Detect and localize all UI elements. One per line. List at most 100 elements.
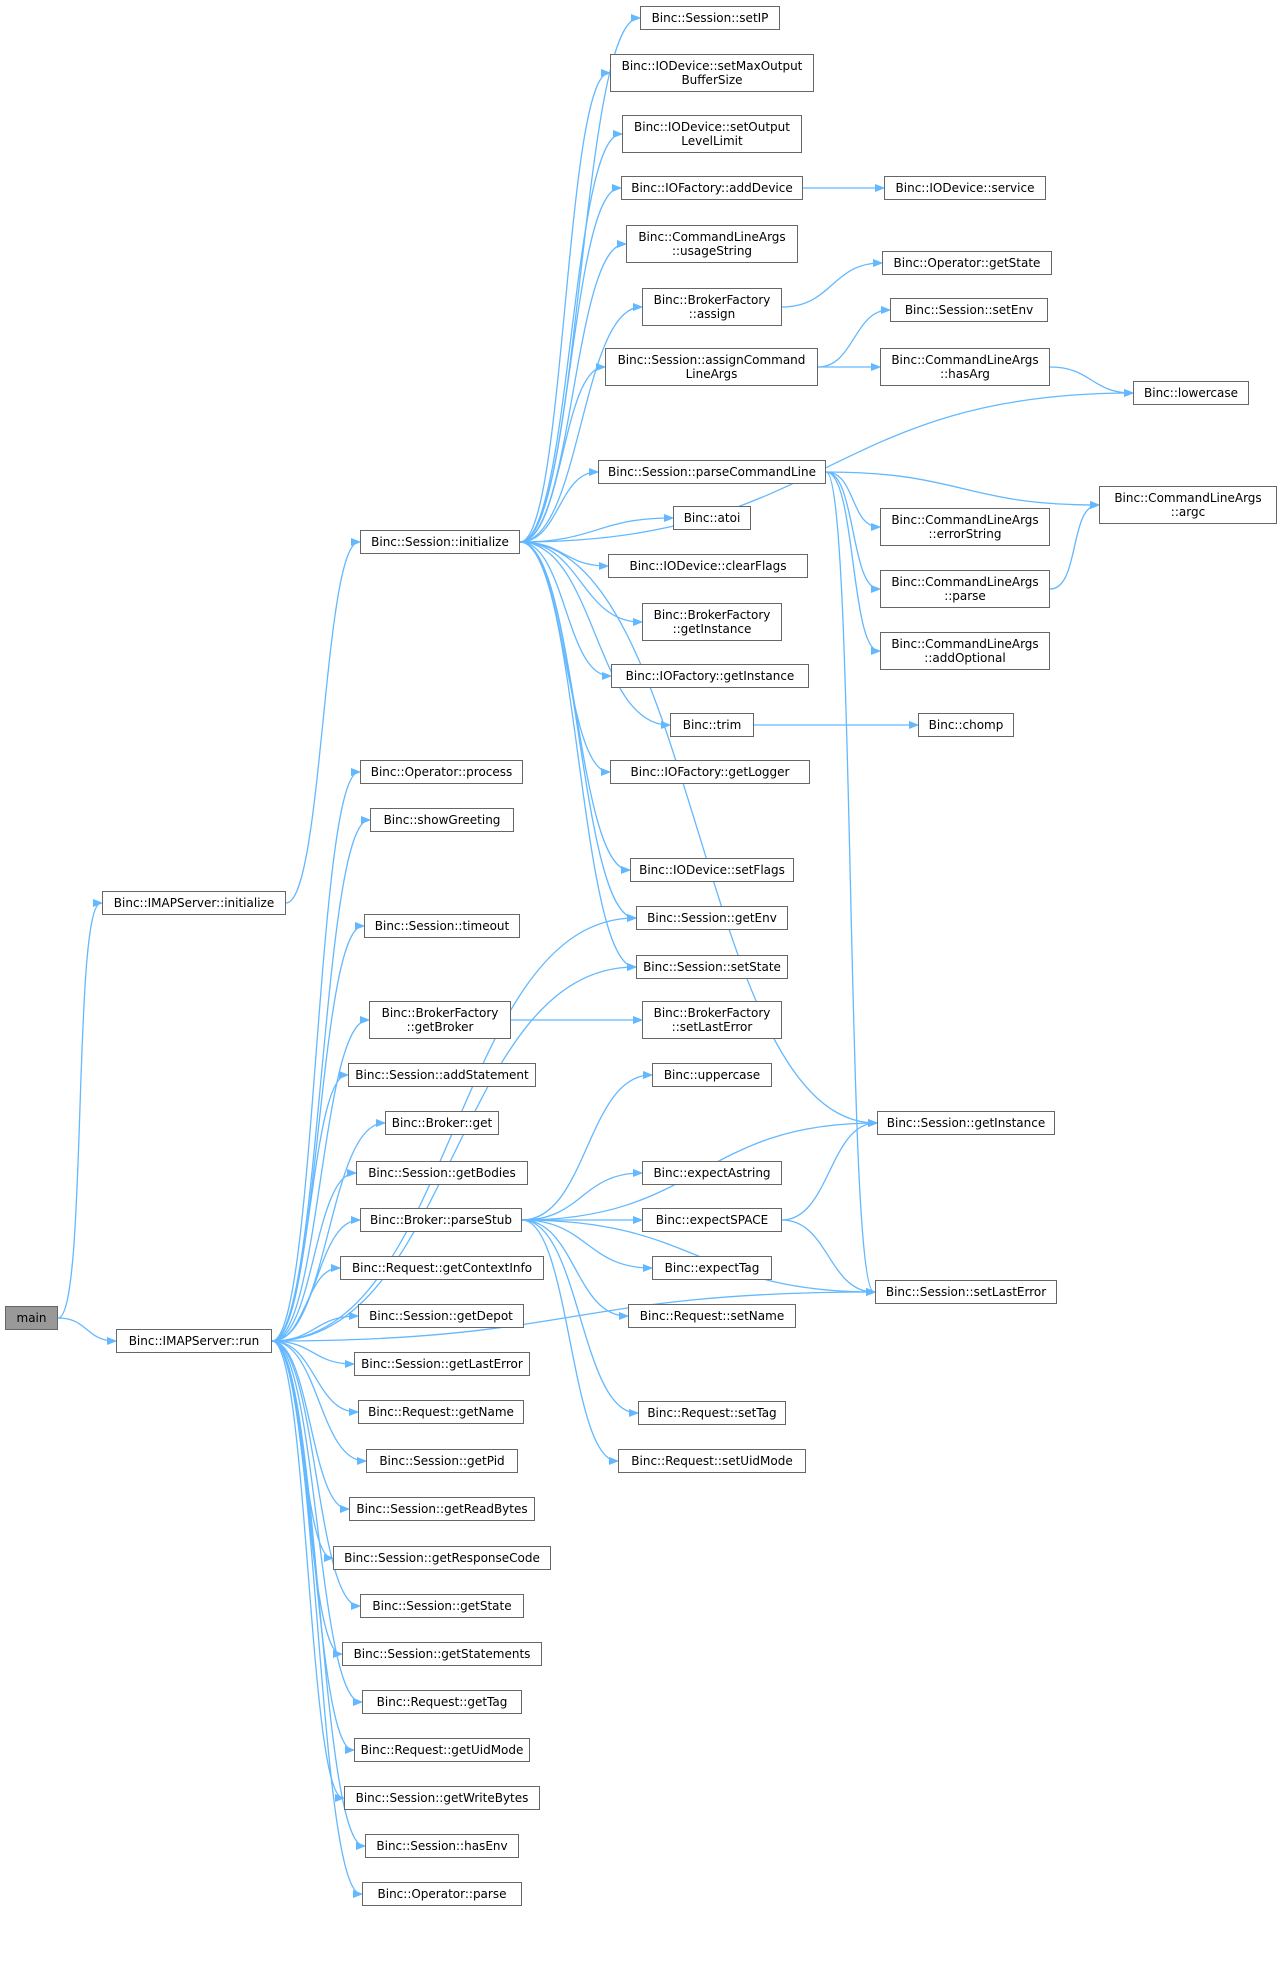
node-req-get-uid[interactable]: Binc::Request::getUidMode	[354, 1738, 530, 1762]
edge-sess-init-to-set-state	[519, 541, 635, 967]
edge-expect-space-to-sess-get-inst	[781, 1123, 876, 1221]
edge-sess-init-to-get-logger	[519, 541, 609, 772]
node-op-process[interactable]: Binc::Operator::process	[360, 760, 523, 784]
edge-sess-init-to-lowercase	[519, 393, 1132, 543]
edge-imap-run-to-get-bodies	[271, 1173, 355, 1342]
node-assign-cmd[interactable]: Binc::Session::assignCommand LineArgs	[605, 348, 818, 386]
node-usage-string[interactable]: Binc::CommandLineArgs ::usageString	[626, 225, 798, 263]
edge-parse-cmd-line-to-argc	[825, 471, 1098, 505]
node-set-env[interactable]: Binc::Session::setEnv	[890, 298, 1048, 322]
edge-imap-init-to-sess-init	[285, 542, 359, 904]
edge-sess-init-to-trim	[519, 541, 669, 725]
node-req-get-tag[interactable]: Binc::Request::getTag	[362, 1690, 522, 1714]
node-expect-space[interactable]: Binc::expectSPACE	[642, 1208, 782, 1232]
node-iof-get-inst[interactable]: Binc::IOFactory::getInstance	[611, 664, 809, 688]
edge-imap-run-to-sess-get-state	[271, 1340, 359, 1606]
node-has-arg[interactable]: Binc::CommandLineArgs ::hasArg	[880, 348, 1050, 386]
edge-sess-init-to-bf-get-inst	[519, 541, 641, 622]
edge-main-to-imap-run	[57, 1317, 115, 1341]
edge-parse-stub-to-req-set-tag	[521, 1219, 637, 1413]
edge-imap-run-to-sess-set-last-err	[271, 1292, 874, 1342]
edge-imap-run-to-has-env	[271, 1340, 364, 1846]
node-sess-get-inst[interactable]: Binc::Session::getInstance	[877, 1111, 1055, 1135]
node-broker-get[interactable]: Binc::Broker::get	[385, 1111, 499, 1135]
node-show-greeting[interactable]: Binc::showGreeting	[370, 808, 514, 832]
edge-imap-run-to-add-statement	[271, 1075, 347, 1342]
edge-imap-run-to-show-greeting	[271, 820, 369, 1342]
node-expect-astring[interactable]: Binc::expectAstring	[642, 1161, 782, 1185]
node-get-resp-code[interactable]: Binc::Session::getResponseCode	[333, 1546, 551, 1570]
edge-imap-run-to-get-depot	[271, 1316, 357, 1342]
node-sess-set-last-err[interactable]: Binc::Session::setLastError	[875, 1280, 1057, 1304]
node-error-string[interactable]: Binc::CommandLineArgs ::errorString	[880, 508, 1050, 546]
edge-main-to-imap-init	[57, 903, 101, 1319]
node-bf-assign[interactable]: Binc::BrokerFactory ::assign	[642, 288, 782, 326]
node-atoi[interactable]: Binc::atoi	[673, 506, 751, 530]
node-req-set-uid[interactable]: Binc::Request::setUidMode	[618, 1449, 806, 1473]
node-get-pid[interactable]: Binc::Session::getPid	[366, 1449, 518, 1473]
edge-sess-init-to-add-device	[519, 188, 620, 543]
node-chomp[interactable]: Binc::chomp	[918, 713, 1014, 737]
node-has-env[interactable]: Binc::Session::hasEnv	[365, 1834, 519, 1858]
node-bf-get-inst[interactable]: Binc::BrokerFactory ::getInstance	[642, 603, 782, 641]
node-req-set-tag[interactable]: Binc::Request::setTag	[638, 1401, 786, 1425]
node-set-out-lvl[interactable]: Binc::IODevice::setOutput LevelLimit	[622, 115, 802, 153]
node-op-get-state[interactable]: Binc::Operator::getState	[882, 251, 1052, 275]
node-sess-get-state[interactable]: Binc::Session::getState	[360, 1594, 524, 1618]
edge-imap-run-to-req-get-tag	[271, 1340, 361, 1702]
node-get-write-bytes[interactable]: Binc::Session::getWriteBytes	[344, 1786, 540, 1810]
node-timeout[interactable]: Binc::Session::timeout	[364, 914, 520, 938]
node-req-set-name[interactable]: Binc::Request::setName	[628, 1304, 796, 1328]
node-expect-tag[interactable]: Binc::expectTag	[652, 1256, 772, 1280]
node-cla-parse[interactable]: Binc::CommandLineArgs ::parse	[880, 570, 1050, 608]
node-imap-run[interactable]: Binc::IMAPServer::run	[116, 1329, 272, 1353]
node-argc[interactable]: Binc::CommandLineArgs ::argc	[1099, 486, 1277, 524]
node-lowercase[interactable]: Binc::lowercase	[1133, 381, 1249, 405]
edge-sess-init-to-iof-get-inst	[519, 541, 610, 676]
node-trim[interactable]: Binc::trim	[670, 713, 754, 737]
node-req-get-name[interactable]: Binc::Request::getName	[358, 1400, 524, 1424]
node-get-read-bytes[interactable]: Binc::Session::getReadBytes	[349, 1497, 535, 1521]
node-sess-init[interactable]: Binc::Session::initialize	[360, 530, 520, 554]
edge-parse-cmd-line-to-sess-set-last-err	[825, 471, 874, 1292]
edge-cla-parse-to-argc	[1049, 505, 1098, 590]
node-set-flags[interactable]: Binc::IODevice::setFlags	[630, 858, 794, 882]
node-get-broker[interactable]: Binc::BrokerFactory ::getBroker	[369, 1001, 511, 1039]
edge-sess-init-to-set-out-lvl	[519, 134, 621, 543]
edge-sess-init-to-atoi	[519, 518, 672, 543]
edge-parse-stub-to-req-set-name	[521, 1219, 627, 1316]
call-edges	[57, 18, 1132, 1894]
edge-sess-init-to-usage-string	[519, 244, 625, 543]
edge-imap-run-to-get-broker	[271, 1020, 368, 1342]
node-parse-stub[interactable]: Binc::Broker::parseStub	[360, 1208, 522, 1232]
node-service[interactable]: Binc::IODevice::service	[884, 176, 1046, 200]
edge-imap-run-to-set-state	[271, 967, 635, 1342]
node-add-device[interactable]: Binc::IOFactory::addDevice	[621, 176, 803, 200]
node-get-env[interactable]: Binc::Session::getEnv	[636, 906, 788, 930]
node-get-logger[interactable]: Binc::IOFactory::getLogger	[610, 760, 810, 784]
node-get-last-error[interactable]: Binc::Session::getLastError	[354, 1352, 530, 1376]
node-parse-cmd-line[interactable]: Binc::Session::parseCommandLine	[598, 460, 826, 484]
edge-imap-run-to-get-read-bytes	[271, 1340, 348, 1509]
edge-imap-run-to-op-parse	[271, 1340, 361, 1894]
node-clear-flags[interactable]: Binc::IODevice::clearFlags	[608, 554, 808, 578]
node-add-optional[interactable]: Binc::CommandLineArgs ::addOptional	[880, 632, 1050, 670]
node-set-ip[interactable]: Binc::Session::setIP	[640, 6, 780, 30]
node-uppercase[interactable]: Binc::uppercase	[652, 1063, 772, 1087]
node-set-state[interactable]: Binc::Session::setState	[636, 955, 788, 979]
node-op-parse[interactable]: Binc::Operator::parse	[362, 1882, 522, 1906]
node-add-statement[interactable]: Binc::Session::addStatement	[348, 1063, 536, 1087]
edge-parse-stub-to-uppercase	[521, 1075, 651, 1221]
node-set-max-out[interactable]: Binc::IODevice::setMaxOutput BufferSize	[610, 54, 814, 92]
edge-imap-run-to-get-context-info	[271, 1268, 339, 1342]
edge-imap-run-to-get-pid	[271, 1340, 365, 1461]
node-get-statements[interactable]: Binc::Session::getStatements	[342, 1642, 542, 1666]
node-get-depot[interactable]: Binc::Session::getDepot	[358, 1304, 524, 1328]
node-get-bodies[interactable]: Binc::Session::getBodies	[356, 1161, 528, 1185]
node-main: main	[5, 1306, 58, 1330]
node-imap-init[interactable]: Binc::IMAPServer::initialize	[102, 891, 286, 915]
node-bf-set-last-err[interactable]: Binc::BrokerFactory ::setLastError	[642, 1001, 782, 1039]
edge-imap-run-to-req-get-name	[271, 1340, 357, 1412]
node-get-context-info[interactable]: Binc::Request::getContextInfo	[340, 1256, 544, 1280]
